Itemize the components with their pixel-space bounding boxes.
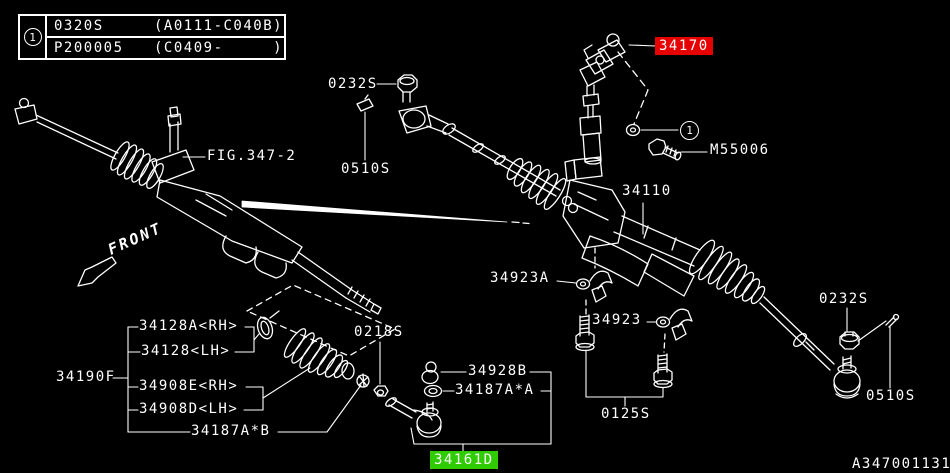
part-label-0510s-right[interactable]: 0510S xyxy=(866,388,916,404)
boot-band-icon xyxy=(256,310,280,340)
bolt-0125-icon-right xyxy=(653,353,673,389)
part-label-34928b[interactable]: 34928B xyxy=(468,363,528,379)
part-label-0232s-left[interactable]: 0232S xyxy=(328,76,378,92)
part-label-0510s-left[interactable]: 0510S xyxy=(341,161,391,177)
part-label-34187a-a[interactable]: 34187A*A xyxy=(455,382,535,398)
cotter-pin-icon xyxy=(885,313,900,328)
part-code[interactable]: P200005 xyxy=(54,40,124,56)
lock-washer-icon xyxy=(356,373,370,388)
boot-icon xyxy=(283,328,355,380)
bolt-m55006-icon xyxy=(648,138,682,161)
part-label-34170-selected[interactable]: 34170 xyxy=(655,37,713,55)
part-label-34923a[interactable]: 34923A xyxy=(490,270,550,286)
part-label-34908e-rh[interactable]: 34908E<RH> xyxy=(139,378,239,394)
table-row[interactable]: 0320S (A0111-C040B) xyxy=(47,16,284,38)
oval-nut-icon xyxy=(423,384,443,398)
table-callout-cell: 1 xyxy=(20,16,47,58)
fig-reference-link[interactable]: FIG.347-2 xyxy=(207,148,297,164)
bolt-0125-icon-left xyxy=(575,314,595,352)
part-label-0125s[interactable]: 0125S xyxy=(601,406,651,422)
front-arrow-icon xyxy=(77,256,117,287)
applicability-range: (C0409- ) xyxy=(154,40,284,56)
part-label-34110[interactable]: 34110 xyxy=(622,183,672,199)
rack-housing-art xyxy=(562,156,861,399)
part-label-34161d-current[interactable]: 34161D xyxy=(430,451,498,469)
part-label-34128-lh[interactable]: 34128<LH> xyxy=(141,343,231,359)
applicability-table: 1 0320S (A0111-C040B) P200005 (C0409- ) xyxy=(18,14,286,60)
part-code[interactable]: 0320S xyxy=(54,18,104,34)
mount-clamp-34923a-icon xyxy=(575,270,613,303)
pointer-sliver xyxy=(241,200,508,223)
part-label-0232s-right[interactable]: 0232S xyxy=(819,291,869,307)
drawing-number: A347001131 xyxy=(852,456,950,472)
applicability-range: (A0111-C040B) xyxy=(154,18,284,34)
ball-stud-icon xyxy=(421,361,439,385)
nut-0218-icon xyxy=(373,385,389,397)
castle-nut-icon xyxy=(839,331,860,350)
part-label-34187a-b[interactable]: 34187A*B xyxy=(191,423,271,439)
part-label-34128a-rh[interactable]: 34128A<RH> xyxy=(139,318,239,334)
part-label-m55006[interactable]: M55006 xyxy=(710,142,770,158)
part-label-34923[interactable]: 34923 xyxy=(592,312,642,328)
leader-lines xyxy=(112,44,891,453)
universal-joint-art xyxy=(579,33,626,165)
table-row[interactable]: P200005 (C0409- ) xyxy=(47,38,284,58)
center-tie-rod-art xyxy=(356,74,579,214)
left-gear-assembly-art xyxy=(14,97,382,315)
mount-clamp-34923-icon xyxy=(655,308,693,341)
washer-icon xyxy=(625,123,641,137)
outer-tie-rod-art xyxy=(385,397,442,438)
part-label-34190f[interactable]: 34190F xyxy=(56,369,116,385)
callout-1-circle[interactable]: 1 xyxy=(680,121,699,140)
part-label-34908d-lh[interactable]: 34908D<LH> xyxy=(139,401,239,417)
callout-1-badge: 1 xyxy=(23,28,42,46)
part-label-0218s[interactable]: 0218S xyxy=(354,324,404,340)
